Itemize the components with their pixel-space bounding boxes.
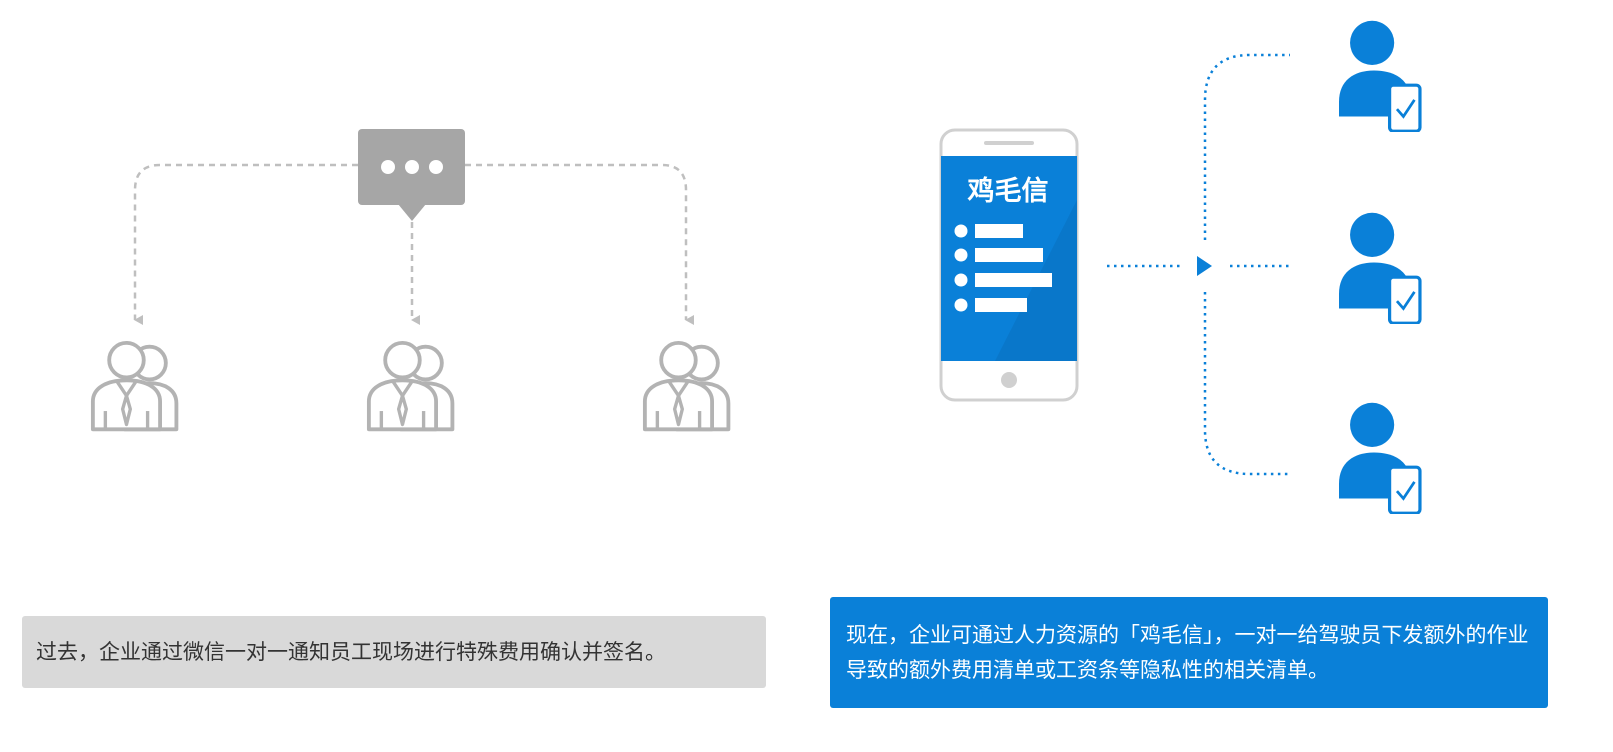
list-item-dot [954, 273, 968, 287]
list-item-bar [975, 298, 1027, 312]
now-recipients [1339, 20, 1422, 514]
app-name: 鸡毛信 [967, 176, 1049, 207]
past-recipients [90, 340, 731, 432]
list-item-bar [975, 273, 1052, 287]
connector-right [465, 163, 694, 325]
play-arrow-icon [1197, 256, 1212, 276]
chat-bubble-ellipsis-icon [358, 129, 465, 221]
person-checked-phone-icon [1339, 20, 1422, 132]
list-item-dot [954, 224, 968, 238]
past-connectors [133, 163, 694, 325]
person-checked-phone-icon [1339, 402, 1422, 514]
businessman-group-icon [366, 340, 455, 432]
connector-left [133, 163, 358, 325]
connector-top [1203, 53, 1290, 240]
businessman-group-icon [90, 340, 179, 432]
now-caption: 现在，企业可通过人力资源的「鸡毛信」，一对一给驾驶员下发额外的作业导致的额外费用… [830, 597, 1548, 708]
businessman-group-icon [642, 340, 731, 432]
list-item-dot [954, 298, 968, 312]
list-item-bar [975, 248, 1043, 262]
now-connectors [1107, 53, 1292, 476]
past-caption: 过去，企业通过微信一对一通知员工现场进行特殊费用确认并签名。 [22, 616, 766, 688]
person-checked-phone-icon [1339, 212, 1422, 324]
connector-bottom [1203, 292, 1290, 476]
list-item-dot [954, 248, 968, 262]
smartphone-icon: 鸡毛信 [939, 128, 1079, 402]
list-item-bar [975, 224, 1023, 238]
app-list [954, 224, 1052, 312]
